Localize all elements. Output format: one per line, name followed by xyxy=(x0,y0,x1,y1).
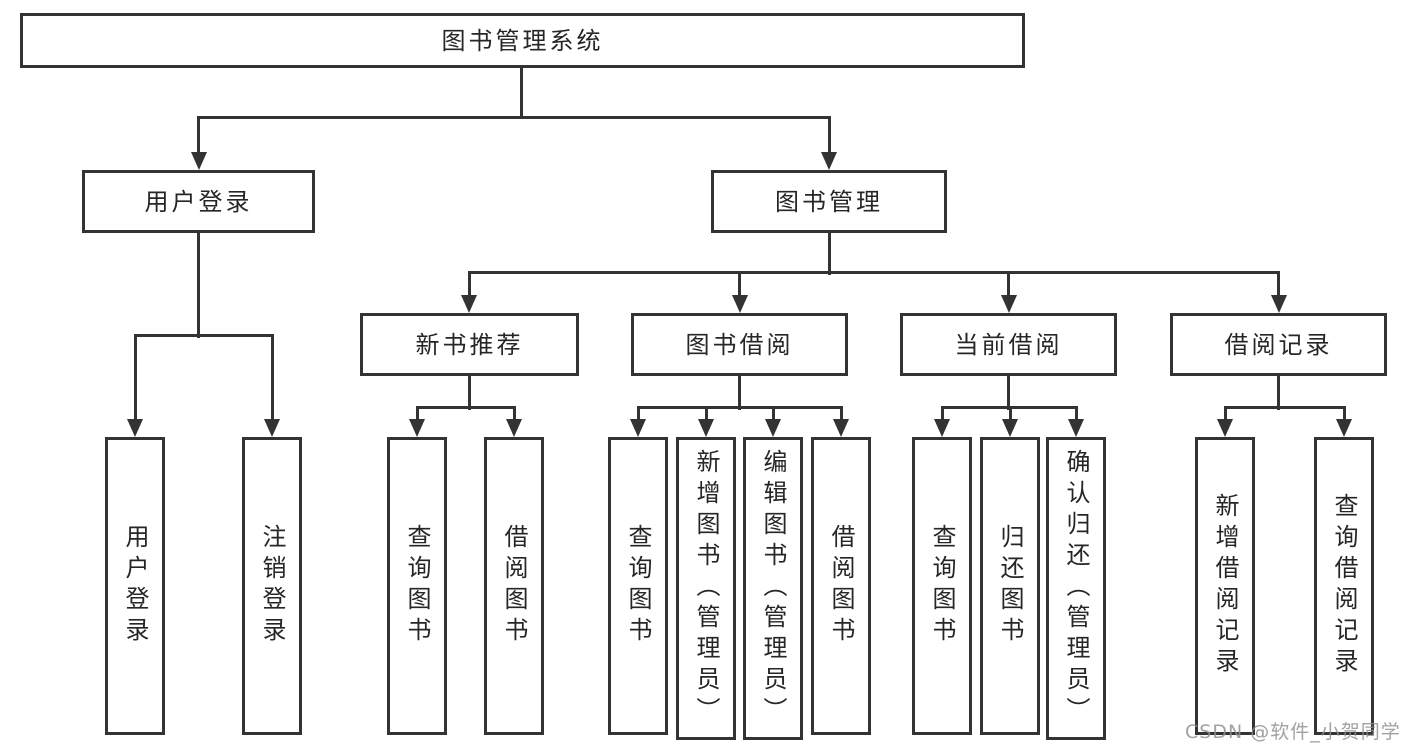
connector-line xyxy=(467,272,471,296)
watermark: CSDN @软件_小贺同学 xyxy=(1185,721,1401,743)
node-label: 图书借阅 xyxy=(685,330,794,359)
node-label: 归还图书 xyxy=(996,524,1024,648)
leaf-user-login: 用户登录 xyxy=(105,437,165,735)
leaf-borrow-books: 借阅图书 xyxy=(811,437,871,735)
connector-line xyxy=(1074,407,1078,420)
node-user-login: 用户登录 xyxy=(82,170,315,233)
connector-line xyxy=(519,68,523,118)
connector-line xyxy=(1277,272,1280,296)
connector-line xyxy=(636,407,640,420)
arrow-down-icon xyxy=(190,152,207,170)
connector-line xyxy=(1277,376,1280,410)
node-label: 查询图书 xyxy=(928,524,956,648)
arrow-down-icon xyxy=(821,152,837,170)
arrow-down-icon xyxy=(1002,419,1018,437)
arrow-down-icon xyxy=(409,419,425,437)
arrow-down-icon xyxy=(461,295,477,313)
leaf-confirm-return-admin: 确认归还（管理员） xyxy=(1046,437,1106,740)
node-label: 借阅图书 xyxy=(500,524,528,648)
connector-line xyxy=(1223,405,1346,409)
leaf-logout: 注销登录 xyxy=(242,437,302,735)
node-label: 借阅记录 xyxy=(1224,330,1333,359)
node-label: 用户登录 xyxy=(121,524,149,648)
node-root-library-system: 图书管理系统 xyxy=(20,13,1025,68)
node-label: 新增借阅记录 xyxy=(1211,493,1239,679)
node-label: 查询图书 xyxy=(624,524,652,648)
leaf-return-books: 归还图书 xyxy=(980,437,1040,735)
connector-line xyxy=(1007,272,1010,296)
connector-line xyxy=(940,405,1078,409)
connector-line xyxy=(467,270,1280,274)
connector-line xyxy=(704,407,708,420)
connector-line xyxy=(738,272,741,296)
node-label: 新增图书（管理员） xyxy=(692,449,720,728)
connector-line xyxy=(415,407,419,420)
node-label: 图书管理系统 xyxy=(441,26,604,55)
arrow-down-icon xyxy=(506,419,522,437)
connector-line xyxy=(738,376,741,410)
leaf-borrow-books-recommend: 借阅图书 xyxy=(484,437,544,735)
leaf-query-books-current: 查询图书 xyxy=(912,437,972,735)
leaf-edit-books-admin: 编辑图书（管理员） xyxy=(743,437,803,740)
node-label: 图书管理 xyxy=(775,187,883,216)
node-label: 当前借阅 xyxy=(954,330,1063,359)
leaf-query-borrow-record: 查询借阅记录 xyxy=(1314,437,1374,735)
connector-line xyxy=(839,407,843,420)
connector-line xyxy=(827,117,831,153)
leaf-add-books-admin: 新增图书（管理员） xyxy=(676,437,736,740)
leaf-query-books-borrow: 查询图书 xyxy=(608,437,668,735)
node-book-borrow: 图书借阅 xyxy=(631,313,848,376)
connector-line xyxy=(197,115,831,119)
connector-line xyxy=(1007,376,1010,410)
node-label: 借阅图书 xyxy=(827,524,855,648)
node-current-borrow: 当前借阅 xyxy=(900,313,1117,376)
connector-line xyxy=(415,405,516,409)
arrow-down-icon xyxy=(1270,295,1287,313)
arrow-down-icon xyxy=(630,419,646,437)
arrow-down-icon xyxy=(833,419,849,437)
node-label: 查询借阅记录 xyxy=(1330,493,1358,679)
connector-line xyxy=(1008,407,1012,420)
connector-line xyxy=(133,333,274,337)
connector-line xyxy=(270,335,274,420)
connector-line xyxy=(467,376,471,410)
node-new-book-recommend: 新书推荐 xyxy=(360,313,579,376)
arrow-down-icon xyxy=(1217,419,1233,437)
connector-line xyxy=(1342,407,1346,420)
node-label: 注销登录 xyxy=(258,524,286,648)
node-borrow-records: 借阅记录 xyxy=(1170,313,1387,376)
leaf-query-books-recommend: 查询图书 xyxy=(387,437,447,735)
connector-line xyxy=(827,233,831,275)
connector-line xyxy=(771,407,775,420)
arrow-down-icon xyxy=(765,419,781,437)
arrow-down-icon xyxy=(698,419,714,437)
connector-line xyxy=(133,335,137,420)
connector-line xyxy=(940,407,944,420)
connector-line xyxy=(512,407,516,420)
arrow-down-icon xyxy=(127,419,143,437)
arrow-down-icon xyxy=(1068,419,1084,437)
arrow-down-icon xyxy=(1336,419,1352,437)
leaf-add-borrow-record: 新增借阅记录 xyxy=(1195,437,1255,735)
connector-line xyxy=(197,233,200,338)
node-label: 确认归还（管理员） xyxy=(1062,449,1090,728)
node-label: 查询图书 xyxy=(403,524,431,648)
node-book-management: 图书管理 xyxy=(711,170,947,233)
connector-line xyxy=(1223,407,1227,420)
node-label: 用户登录 xyxy=(144,187,253,216)
arrow-down-icon xyxy=(731,295,748,313)
arrow-down-icon xyxy=(1000,295,1017,313)
node-label: 编辑图书（管理员） xyxy=(759,449,787,728)
node-label: 新书推荐 xyxy=(415,330,524,359)
arrow-down-icon xyxy=(264,419,280,437)
connector-line xyxy=(636,405,843,409)
connector-line xyxy=(197,117,200,153)
arrow-down-icon xyxy=(934,419,950,437)
